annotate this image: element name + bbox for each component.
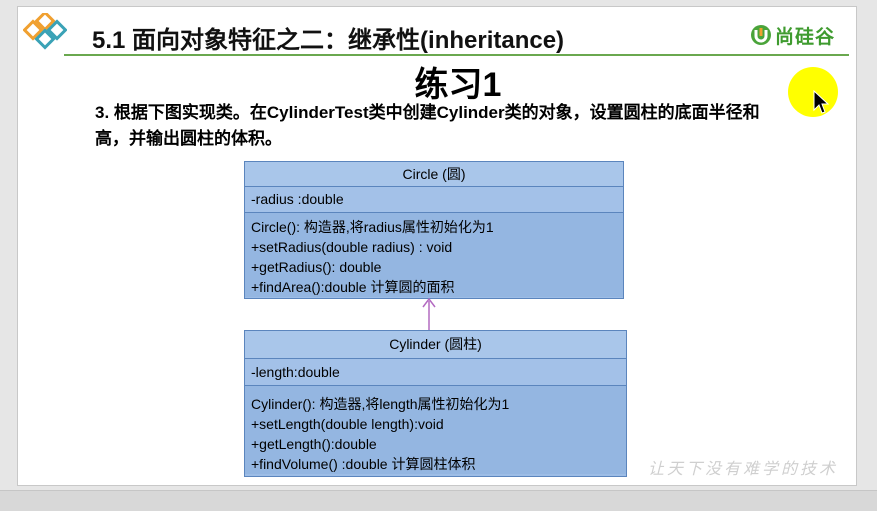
circle-class-box: Circle (圆) -radius :double Circle(): 构造器… — [244, 161, 624, 299]
circle-operations: Circle(): 构造器,将radius属性初始化为1 +setRadius(… — [245, 213, 623, 297]
cursor-highlight — [788, 67, 838, 117]
cylinder-operation: +setLength(double length):void — [251, 416, 444, 432]
circle-operation: +setRadius(double radius) : void — [251, 239, 453, 255]
mouse-pointer-icon — [813, 90, 829, 114]
logo: 尚硅谷 — [750, 21, 835, 49]
watermark: 让天下没有难学的技术 — [648, 461, 839, 478]
circle-attribute: -radius :double — [245, 187, 623, 213]
circle-operation: +findArea():double 计算圆的面积 — [251, 279, 455, 295]
circle-operation: +getRadius(): double — [251, 259, 382, 275]
task-description: 3. 根据下图实现类。在CylinderTest类中创建Cylinder类的对象… — [95, 103, 760, 148]
cylinder-operations: Cylinder(): 构造器,将length属性初始化为1 +setLengt… — [245, 386, 626, 474]
page-heading: 练习1 — [414, 66, 502, 104]
cylinder-class-title: Cylinder (圆柱) — [245, 331, 626, 359]
atguigu-logo-icon — [751, 25, 771, 45]
logo-text: 尚硅谷 — [775, 25, 836, 48]
header-title: 5.1 面向对象特征之二：继承性(inheritance) — [92, 27, 565, 54]
cylinder-operation: +findVolume() :double 计算圆柱体积 — [251, 456, 476, 472]
cylinder-operation: +getLength():double — [251, 436, 377, 452]
slide: 5.1 面向对象特征之二：继承性(inheritance) 尚硅谷 练习1 3.… — [17, 6, 857, 486]
circle-class-title: Circle (圆) — [245, 162, 623, 187]
circle-operation: Circle(): 构造器,将radius属性初始化为1 — [251, 219, 494, 235]
bottom-bar — [0, 490, 877, 511]
cylinder-attribute: -length:double — [245, 359, 626, 386]
header-rule — [64, 54, 849, 56]
diamond-logo-icon — [23, 13, 67, 50]
cylinder-operation: Cylinder(): 构造器,将length属性初始化为1 — [251, 396, 510, 412]
cylinder-class-box: Cylinder (圆柱) -length:double Cylinder():… — [244, 330, 627, 477]
